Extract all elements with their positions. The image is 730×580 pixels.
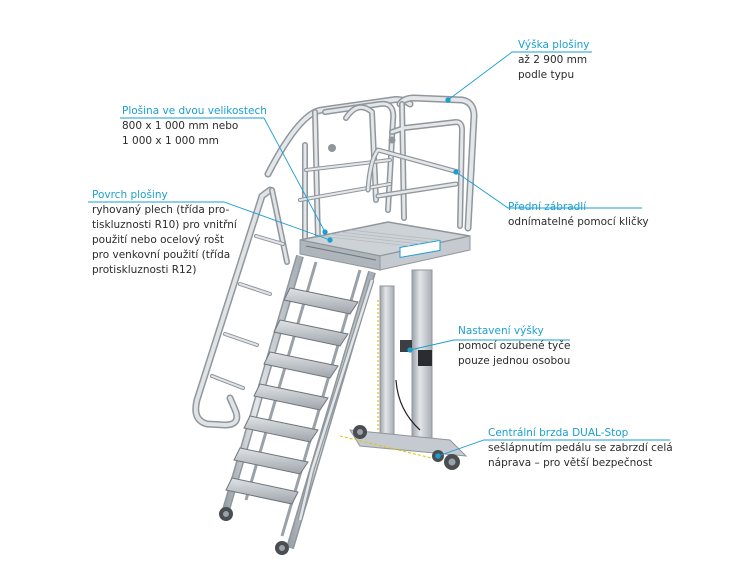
- callout-central-brake: Centrální brzda DUAL-Stop sešlápnutím pe…: [488, 426, 673, 471]
- callout-front-rail-line: odnímatelné pomocí kličky: [508, 216, 649, 228]
- leader-height: [447, 51, 592, 101]
- callout-platform-surface-line: pro venkovní použití (třída: [92, 249, 231, 261]
- callout-height-adjust-line: pouze jednou osobou: [458, 355, 571, 367]
- wheel-rear-left: [353, 425, 367, 439]
- leader-platform-size-dot: [322, 229, 328, 235]
- callout-platform-surface-line: ryhovaný plech (třída pro-: [92, 204, 230, 216]
- rear-handrail-frame: [192, 186, 290, 429]
- callout-platform-height-line: podle typu: [518, 69, 575, 81]
- callout-height-adjust: Nastavení výšky pomocí ozubené tyče pouz…: [458, 324, 571, 369]
- callout-central-brake-line: sešlápnutím pedálu se zabrzdí celá: [488, 442, 673, 454]
- leader-adjust-dot: [407, 347, 413, 353]
- callout-platform-size-line: 1 000 x 1 000 mm: [122, 135, 219, 147]
- callout-height-adjust-title: Nastavení výšky: [458, 325, 544, 337]
- callout-platform-size-title: Plošina ve dvou velikostech: [122, 105, 267, 117]
- wheel-rear-right: [444, 454, 460, 470]
- leader-front-rail: [455, 171, 642, 209]
- top-guardrail: [264, 94, 478, 243]
- wheel-front-right: [275, 541, 289, 555]
- callout-platform-surface-line: použití nebo ocelový rošt: [92, 234, 224, 246]
- leader-adjust: [409, 339, 570, 351]
- callout-platform-height-title: Výška plošiny: [518, 39, 590, 51]
- lifting-mast: [377, 269, 433, 451]
- callout-platform-height: Výška plošiny až 2 900 mm podle typu: [518, 38, 590, 83]
- callout-platform-size: Plošina ve dvou velikostech 800 x 1 000 …: [122, 104, 267, 149]
- callout-platform-surface-line: tiskluznosti R10) pro vnitřní: [92, 219, 237, 231]
- leader-brake: [437, 439, 670, 457]
- wheel-front-left: [219, 507, 233, 521]
- callout-central-brake-title: Centrální brzda DUAL-Stop: [488, 427, 629, 439]
- callout-platform-surface: Povrch plošiny ryhovaný plech (třída pro…: [92, 188, 237, 278]
- leader-platform-size: [120, 117, 326, 233]
- leader-brake-dot: [435, 453, 441, 459]
- stair-assembly: [222, 254, 376, 550]
- leader-surface: [88, 201, 331, 241]
- leader-front-rail-dot: [453, 169, 459, 175]
- callout-front-rail-title: Přední zábradlí: [508, 201, 587, 213]
- callout-platform-surface-line: protiskluznosti R12): [92, 264, 197, 276]
- callout-platform-surface-title: Povrch plošiny: [92, 189, 168, 201]
- stair-steps: [225, 287, 359, 505]
- leader-height-dot: [445, 97, 451, 103]
- callout-front-rail: Přední zábradlí odnímatelné pomocí kličk…: [508, 200, 649, 230]
- callout-central-brake-line: náprava – pro větší bezpečnost: [488, 457, 653, 469]
- callout-platform-height-line: až 2 900 mm: [518, 54, 588, 66]
- leader-lines: [88, 51, 670, 459]
- leader-surface-dot: [327, 237, 333, 243]
- callout-platform-size-line: 800 x 1 000 mm nebo: [122, 120, 239, 132]
- chassis-base: [219, 425, 468, 555]
- callout-height-adjust-line: pomocí ozubené tyče: [458, 340, 571, 352]
- platform-deck: [299, 221, 471, 271]
